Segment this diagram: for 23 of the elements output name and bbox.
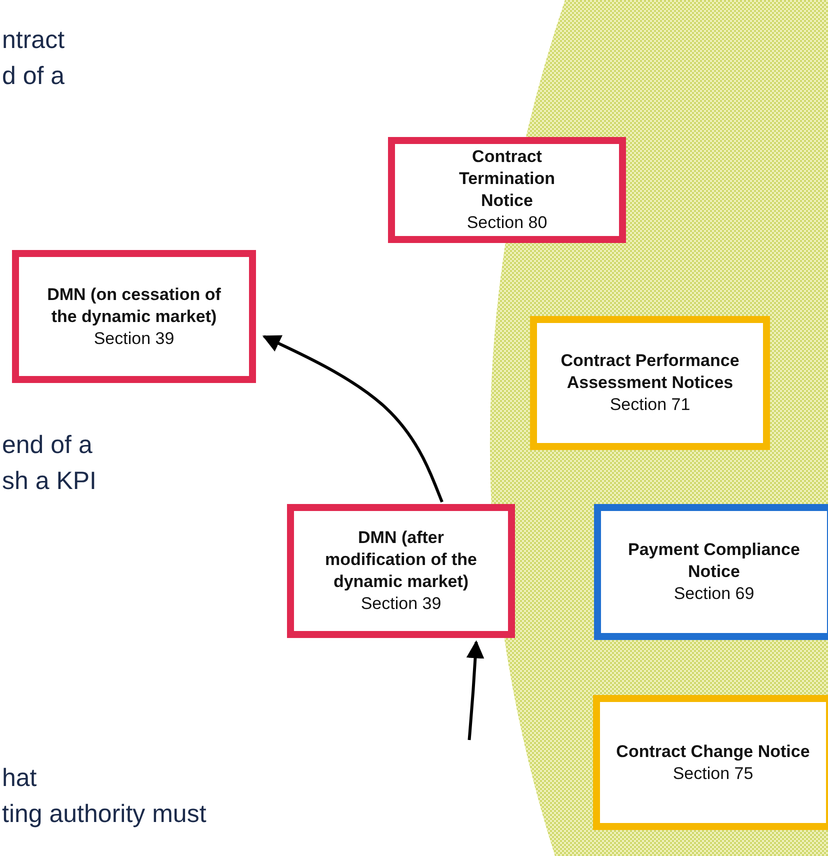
arrow	[262, 335, 444, 503]
section-reference: Section 80	[466, 212, 548, 234]
notice-title: DMN (on cessation of the dynamic market)	[46, 284, 222, 328]
section-reference: Section 75	[672, 762, 754, 784]
notice-box	[530, 316, 770, 450]
partial-paragraph: hat ting authority must	[2, 763, 206, 830]
partial-paragraph: end of a sh a KPI	[2, 430, 96, 497]
section-reference: Section 71	[610, 394, 690, 416]
section-reference: Section 39	[360, 593, 442, 615]
arrow	[466, 640, 484, 740]
notice-box	[593, 695, 828, 830]
partial-paragraph: ntract d of a	[2, 25, 65, 92]
notice-box	[12, 250, 256, 383]
section-reference: Section 69	[674, 583, 754, 605]
notice-title: Contract Termination Notice	[458, 146, 556, 212]
notice-title: Payment Compliance Notice	[627, 539, 801, 583]
notice-box	[388, 137, 626, 243]
notice-box	[287, 504, 515, 638]
notice-box	[594, 504, 828, 640]
section-reference: Section 39	[94, 328, 174, 350]
notice-title: Contract Performance Assessment Notices	[560, 350, 740, 394]
notice-title: DMN (after modification of the dynamic market)	[324, 527, 478, 593]
notice-title: Contract Change Notice	[616, 740, 810, 762]
